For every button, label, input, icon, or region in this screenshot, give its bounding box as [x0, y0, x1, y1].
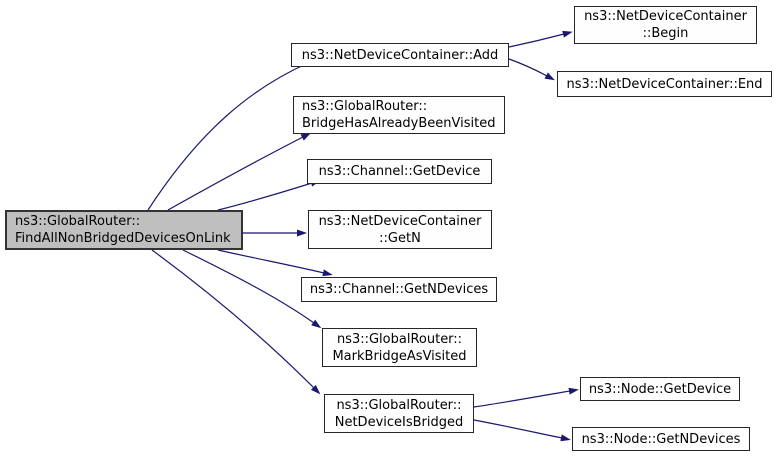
node-netdevicecontainer-add[interactable]: ns3::NetDeviceContainer::Add: [291, 43, 509, 67]
node-label-line: BridgeHasAlreadyBeenVisited: [302, 116, 496, 131]
edge-root-to-add: [147, 59, 317, 211]
edge-root-to-bridgehasalreadybeenvisited: [167, 132, 312, 211]
node-label-line: ns3::Channel::GetNDevices: [309, 282, 489, 297]
edge-netdeviceisbridged-to-node-getdevice: [473, 387, 579, 408]
node-node-getdevice[interactable]: ns3::Node::GetDevice: [580, 377, 740, 401]
node-label-line: ns3::Channel::GetDevice: [318, 164, 481, 179]
node-bridgehasalreadybeenvisited[interactable]: ns3::GlobalRouter:: BridgeHasAlreadyBeen…: [293, 96, 505, 134]
edge-root-to-channel-getdevice: [217, 179, 321, 211]
node-netdevicecontainer-begin[interactable]: ns3::NetDeviceContainer ::Begin: [574, 6, 757, 44]
node-markbridgeasvisited[interactable]: ns3::GlobalRouter:: MarkBridgeAsVisited: [322, 328, 477, 367]
node-label-line: ns3::GlobalRouter::: [15, 214, 141, 229]
node-label-line: MarkBridgeAsVisited: [332, 348, 467, 364]
edge-netdeviceisbridged-to-node-getndevices: [473, 419, 571, 442]
node-netdevicecontainer-getn[interactable]: ns3::NetDeviceContainer ::GetN: [308, 210, 492, 249]
node-label-line: ::GetN: [379, 230, 421, 246]
node-label-line: ns3::NetDeviceContainer::Add: [301, 47, 499, 63]
node-label-line: ns3::NetDeviceContainer: [318, 213, 482, 229]
node-netdeviceisbridged[interactable]: ns3::GlobalRouter:: NetDeviceIsBridged: [324, 394, 474, 433]
edge-add-to-end: [508, 58, 555, 81]
node-label-line: ns3::GlobalRouter::: [302, 99, 428, 114]
node-label-line: ns3::Node::GetNDevices: [581, 431, 741, 447]
node-node-getndevices[interactable]: ns3::Node::GetNDevices: [572, 427, 750, 451]
node-label-line: ::Begin: [642, 26, 689, 41]
node-findallnonbridgeddevicesonlink[interactable]: ns3::GlobalRouter:: FindAllNonBridgedDev…: [5, 210, 243, 250]
node-label-line: NetDeviceIsBridged: [334, 414, 464, 430]
node-label-line: ns3::GlobalRouter::: [336, 397, 462, 413]
node-channel-getndevices[interactable]: ns3::Channel::GetNDevices: [301, 277, 497, 302]
node-netdevicecontainer-end[interactable]: ns3::NetDeviceContainer::End: [557, 71, 772, 97]
edge-add-to-begin: [508, 30, 573, 48]
node-channel-getdevice[interactable]: ns3::Channel::GetDevice: [307, 159, 492, 184]
node-label-line: FindAllNonBridgedDevicesOnLink: [15, 231, 231, 246]
node-label-line: ns3::NetDeviceContainer: [584, 9, 747, 24]
node-label-line: ns3::Node::GetDevice: [588, 381, 732, 397]
edge-root-to-netdeviceisbridged: [151, 249, 321, 395]
node-label-line: ns3::GlobalRouter::: [336, 331, 463, 347]
edge-root-to-markbridgeasvisited: [182, 249, 322, 329]
edge-root-to-channel-getndevices: [217, 249, 333, 277]
node-label-line: ns3::NetDeviceContainer::End: [566, 76, 763, 92]
